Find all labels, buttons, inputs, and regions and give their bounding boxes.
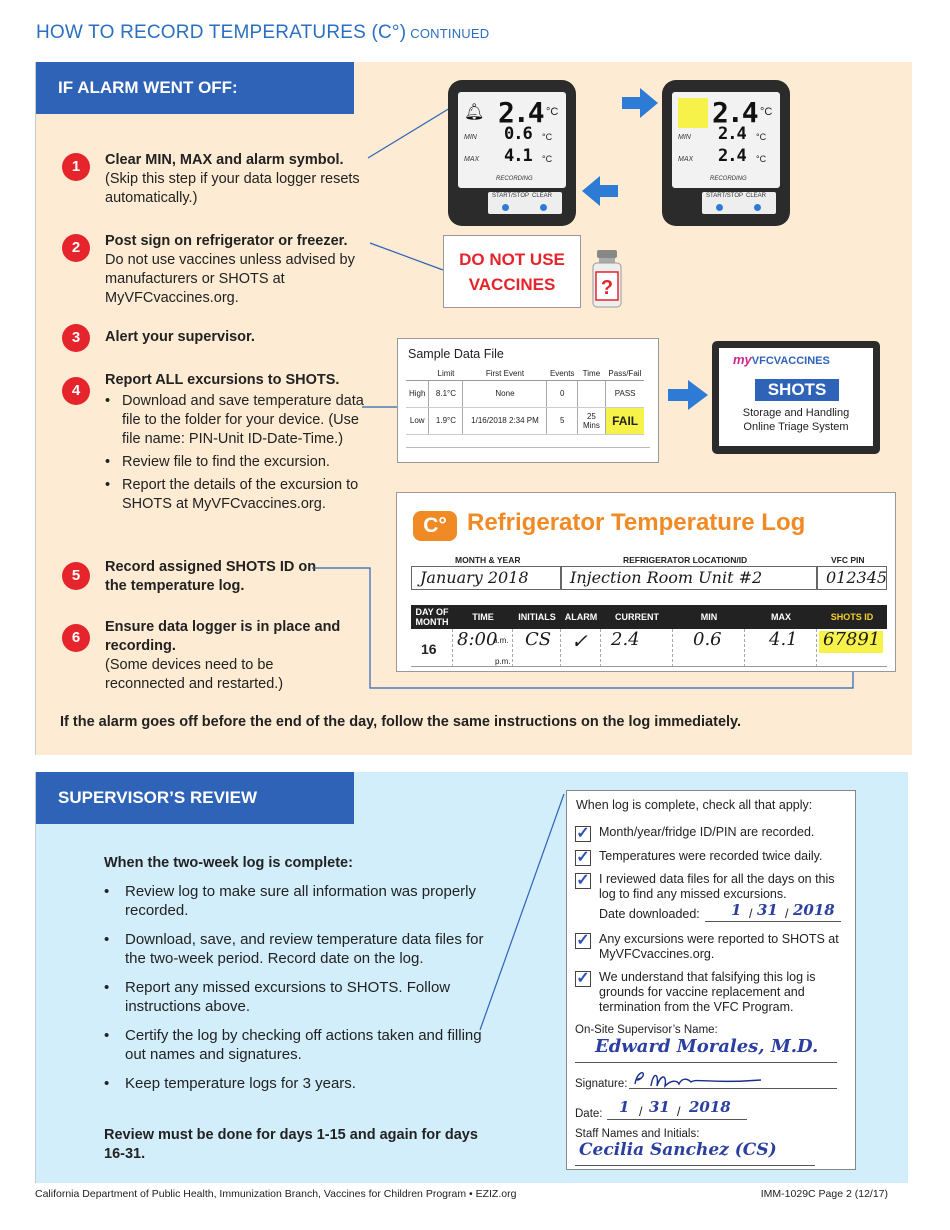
- footer-credit: California Department of Public Health, …: [35, 1188, 517, 1200]
- list-item: Certify the log by checking off actions …: [104, 1026, 494, 1064]
- checklist-intro: When log is complete, check all that app…: [576, 798, 813, 812]
- start-stop-button[interactable]: [502, 204, 509, 211]
- step-1: Clear MIN, MAX and alarm symbol. (Skip t…: [105, 152, 360, 206]
- list-item: Review log to make sure all information …: [104, 882, 494, 920]
- alarm-check: ✓: [571, 629, 588, 653]
- checkbox[interactable]: ✓: [575, 825, 591, 842]
- logger-buttons: START/STOP CLEAR: [702, 192, 776, 214]
- step-6-number: 6: [62, 624, 90, 652]
- fail-cell: FAIL: [605, 407, 645, 435]
- list-item: Report any missed excursions to SHOTS. F…: [104, 978, 494, 1016]
- form-number: IMM-1029C Page 2 (12/17): [760, 1188, 888, 1200]
- list-item: Report the details of the excursion to S…: [105, 476, 375, 514]
- checkbox[interactable]: ✓: [575, 849, 591, 866]
- step-5: Record assigned SHOTS ID on the temperat…: [105, 559, 317, 594]
- shots-monitor: myVFCVACCINES SHOTS Storage and Handling…: [712, 341, 880, 454]
- list-item: Download, save, and review temperature d…: [104, 930, 494, 968]
- step-2: Post sign on refrigerator or freezer. Do…: [105, 233, 355, 306]
- step-3: Alert your supervisor.: [105, 329, 255, 345]
- data-logger-after: 2.4 °C MIN 2.4 °C MAX 2.4 °C RECORDING S…: [662, 80, 790, 226]
- start-stop-button[interactable]: [716, 204, 723, 211]
- supervisor-footer-note: Review must be done for days 1-15 and ag…: [104, 1127, 478, 1162]
- continued-label: CONTINUED: [410, 26, 490, 41]
- step-6: Ensure data logger is in place and recor…: [105, 619, 341, 692]
- list-item: Keep temperature logs for 3 years.: [104, 1074, 494, 1093]
- checkbox[interactable]: ✓: [575, 970, 591, 987]
- sample-data-file: Sample Data File Limit First Event Event…: [397, 338, 659, 463]
- step-4-number: 4: [62, 377, 90, 405]
- clear-button[interactable]: [540, 204, 547, 211]
- step-4: Report ALL excursions to SHOTS. Download…: [105, 371, 375, 518]
- do-not-use-sign: DO NOT USE VACCINES: [443, 235, 581, 308]
- step-4-bullets: Download and save temperature data file …: [105, 392, 375, 514]
- list-item: Download and save temperature data file …: [105, 392, 375, 449]
- alarm-section-heading: IF ALARM WENT OFF:: [36, 62, 354, 114]
- checkbox[interactable]: ✓: [575, 932, 591, 949]
- logger-screen: 2.4 °C MIN 2.4 °C MAX 2.4 °C RECORDING: [672, 92, 780, 188]
- log-title: Refrigerator Temperature Log: [467, 509, 806, 536]
- sample-file-title: Sample Data File: [408, 347, 504, 361]
- supervisor-section-heading: SUPERVISOR’S REVIEW: [36, 772, 354, 824]
- shots-id-highlight: [819, 631, 883, 653]
- sample-data-table: Limit First Event Events Time Pass/Fail …: [406, 367, 645, 435]
- logger-screen: 🔔︎ 2.4 °C MIN 0.6 °C MAX 4.1 °C RECORDIN…: [458, 92, 566, 188]
- data-logger-before: 🔔︎ 2.4 °C MIN 0.6 °C MAX 4.1 °C RECORDIN…: [448, 80, 576, 226]
- vfc-pin-field: 012345: [817, 566, 887, 590]
- shots-badge: SHOTS: [755, 379, 839, 401]
- certification-checklist: When log is complete, check all that app…: [566, 790, 856, 1170]
- vaccine-vial-icon: ?: [592, 250, 622, 308]
- arrow-right-icon: [668, 380, 708, 410]
- supervisor-intro: When the two-week log is complete:: [104, 855, 353, 871]
- supervisor-list: Review log to make sure all information …: [104, 882, 494, 1103]
- logger-buttons: START/STOP CLEAR: [488, 192, 562, 214]
- alarm-bell-icon: 🔔︎: [464, 104, 485, 121]
- arrow-left-icon: [582, 176, 618, 206]
- alarm-footer-note: If the alarm goes off before the end of …: [60, 714, 742, 730]
- location-field: Injection Room Unit #2: [561, 566, 817, 590]
- list-item: Review file to find the excursion.: [105, 453, 375, 472]
- step-5-number: 5: [62, 562, 90, 590]
- cleared-alarm-highlight: [678, 98, 708, 128]
- supervisor-name: Edward Morales, M.D.: [595, 1036, 819, 1057]
- month-year-field: January 2018: [411, 566, 561, 590]
- supervisor-signature: [634, 1072, 762, 1089]
- table-row: Low 1.9°C 1/16/2018 2:34 PM 5 25 Mins FA…: [406, 407, 645, 435]
- checkbox[interactable]: ✓: [575, 872, 591, 889]
- shots-id-value: 67891: [823, 629, 881, 650]
- celsius-badge: C°: [413, 511, 457, 541]
- staff-names: Cecilia Sanchez (CS): [579, 1140, 777, 1160]
- clear-button[interactable]: [754, 204, 761, 211]
- step-2-number: 2: [62, 234, 90, 262]
- refrigerator-temperature-log: C° Refrigerator Temperature Log MONTH & …: [396, 492, 896, 672]
- date-downloaded-row: Date downloaded: 1 / 31 / 2018: [599, 903, 871, 922]
- step-3-number: 3: [62, 324, 90, 352]
- step-1-number: 1: [62, 153, 90, 181]
- arrow-right-icon: [622, 88, 658, 118]
- day-of-month: 16: [421, 641, 437, 657]
- myvfcvaccines-logo: myVFCVACCINES: [733, 352, 830, 367]
- table-row: High 8.1°C None 0 PASS: [406, 380, 645, 408]
- page-title: HOW TO RECORD TEMPERATURES (C°)CONTINUED: [36, 22, 490, 43]
- question-mark: ?: [601, 277, 613, 299]
